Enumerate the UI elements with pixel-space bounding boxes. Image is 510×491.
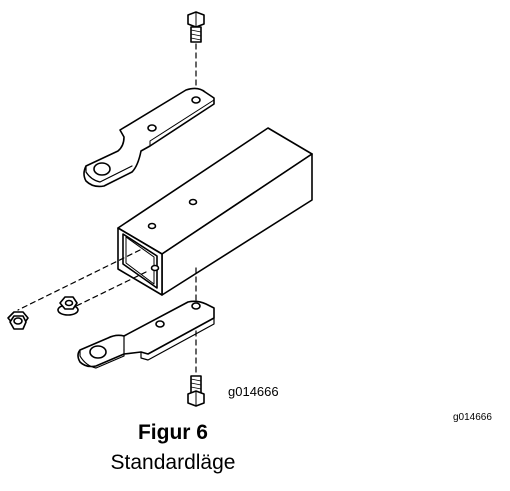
top-bolt [187,11,205,43]
nut-alignment-lines [17,249,147,311]
upper-bracket [83,87,215,188]
flange-nut [57,296,79,316]
bottom-bolt [187,375,205,407]
part-code-label: g014666 [228,384,279,399]
figure-number: Figur 6 [137,421,208,444]
left-nut [7,311,29,330]
square-tube [117,127,313,296]
figure-caption: Standardläge [110,451,236,474]
figure-code-label: g014666 [453,412,492,423]
lower-bracket [77,300,215,369]
